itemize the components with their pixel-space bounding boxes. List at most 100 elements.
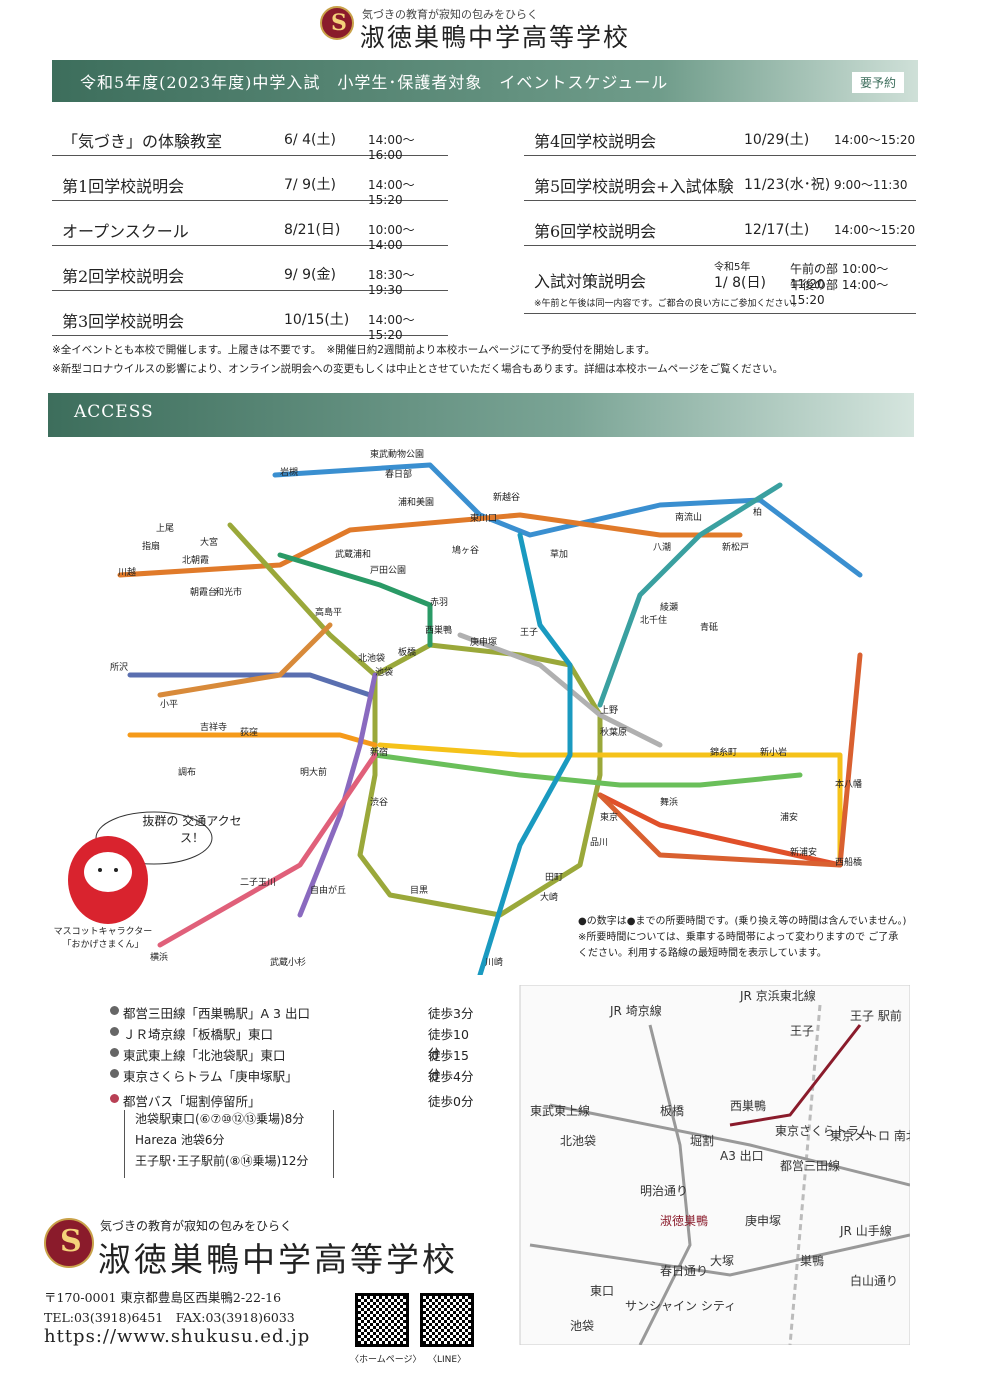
event-name: 第4回学校説明会 [534,132,657,151]
access-title: ACCESS [74,402,154,422]
station-label: 赤羽 [430,597,448,608]
station-label: 戸田公園 [370,565,406,576]
bus-item: Hareza 池袋6分 [135,1133,225,1147]
event-name: オープンスクール [62,222,189,241]
header-school-name: 淑徳巣鴨中学高等学校 [360,23,631,52]
event-pm-time: 午後の部 14:00〜15:20 [790,278,889,307]
map-label: 王子 [790,1024,814,1038]
station-label: 武蔵小杉 [270,956,306,968]
station-label: 鳩ヶ谷 [452,544,479,556]
station-label: 大崎 [540,891,558,903]
station-label: 明大前 [300,766,327,778]
map-label: 淑徳巣鴨 [660,1213,708,1228]
map-label: 東京さくらトラム [775,1124,871,1138]
event-row: 「気づき」の体験教室 6/ 4(土) 14:00〜16:00 [52,118,448,162]
station-label: 横浜 [150,951,168,963]
event-name: 第5回学校説明会+入試体験 [534,177,734,196]
local-area-map: JR 京浜東北線JR 埼京線王子王子 駅前東武東上線板橋西巣鴨北池袋堀割A3 出… [519,985,910,1345]
event-row: 第1回学校説明会 7/ 9(土) 14:00〜15:20 [52,163,448,207]
station-label: 朝霞台 [190,586,217,598]
event-time: 14:00〜15:20 [834,133,916,147]
station-label: 新松戸 [722,541,749,553]
station-label: 本八幡 [835,778,862,790]
map-label: 東口 [590,1284,614,1298]
event-name: 第6回学校説明会 [534,222,657,241]
route-walk: 徒歩15分 [428,1048,469,1082]
station-label: 西巣鴨 [425,624,452,636]
event-date: 8/21(日) [284,222,341,238]
station-label: 新宿 [370,746,388,758]
event-era: 令和5年 [714,262,751,273]
map-label: A3 出口 [720,1149,764,1163]
map-label: 板橋 [660,1104,684,1118]
event-name: 第3回学校説明会 [62,312,185,331]
line-qr-icon[interactable] [420,1293,474,1347]
station-label: 南流山 [675,511,702,523]
event-row: 第2回学校説明会 9/ 9(金) 18:30〜19:30 [52,253,448,297]
station-label: 庚申塚 [470,636,497,648]
schedule-title: 令和5年度(2023年度)中学入試 小学生･保護者対象 イベントスケジュール [80,73,669,92]
event-date: 7/ 9(土) [284,177,336,193]
station-label: 八潮 [653,541,671,553]
map-label: 堀割 [690,1133,714,1148]
route-walk: 徒歩3分 [428,1006,474,1021]
station-label: 川崎 [485,956,503,968]
station-label: 舞浜 [660,797,678,808]
map-label: サンシャイン シティ [625,1299,736,1313]
event-row: 第6回学校説明会 12/17(土) 14:00〜15:20 [524,208,916,246]
station-label: 新小岩 [760,746,787,758]
qr-label-line: 〈LINE〉 [428,1355,467,1365]
event-name: 第1回学校説明会 [62,177,185,196]
station-label: 池袋 [375,666,393,678]
station-label: 春日部 [385,468,412,480]
station-label: 所沢 [110,661,128,673]
event-row: 第3回学校説明会 10/15(土) 14:00〜15:20 [52,298,448,342]
mascot-caption: マスコットキャラクター 「おかげさまくん」 [53,927,153,950]
map-label: 北池袋 [560,1134,596,1148]
footer-logo-icon [44,1218,94,1268]
station-label: 青砥 [700,621,718,633]
map-label: 王子 駅前 [850,1008,902,1023]
reservation-badge: 要予約 [851,72,904,93]
event-name: 第2回学校説明会 [62,267,185,286]
footer-address: 〒170-0001 東京都豊島区西巣鴨2-22-16 [44,1290,282,1305]
route-list: 都営三田線「西巣鴨駅」A 3 出口徒歩3分 ＪＲ埼京線「板橋駅」東口徒歩10分 … [110,1003,480,1112]
event-name: 「気づき」の体験教室 [62,132,223,151]
station-label: 指扇 [142,540,160,552]
event-note: ※午前と午後は同一内容です。ご都合の良い方にご参加ください。 [534,299,802,309]
footer-tel: TEL:03(3918)6451 FAX:03(3918)6033 [44,1310,295,1325]
map-label: JR 京浜東北線 [739,988,816,1003]
station-label: 北朝霞 [182,555,209,566]
bullet-icon [110,1094,119,1103]
route-label: 都営バス「堀割停留所」 [123,1094,261,1109]
station-label: 田町 [545,872,563,883]
station-label: 自由が丘 [310,884,346,896]
qr-label-homepage: 〈ホームページ〉 [350,1355,422,1365]
footer-tagline: 気づきの教育が寂知の包みをひらく [100,1219,293,1233]
footer-url[interactable]: https://www.shukusu.ed.jp [44,1326,311,1347]
station-label: 調布 [178,766,196,778]
mascot-illustration [68,811,213,924]
station-label: 岩槻 [280,466,298,478]
event-time: 9:00〜11:30 [834,178,908,192]
map-label: JR 山手線 [839,1223,892,1238]
event-row: 第5回学校説明会+入試体験 11/23(水･祝) 9:00〜11:30 [524,163,916,201]
station-label: 北池袋 [358,652,385,664]
footer-school-name: 淑徳巣鴨中学高等学校 [98,1240,458,1279]
event-time: 14:00〜15:20 [834,223,916,237]
event-time: 18:30〜19:30 [368,268,415,297]
homepage-qr-icon[interactable] [355,1293,409,1347]
map-label: 白山通り [850,1273,898,1288]
map-label: 春日通り [660,1264,708,1278]
map-label: 都営三田線 [780,1158,840,1173]
station-label: 上尾 [156,523,174,534]
station-label: 王子 [520,627,538,638]
station-label: 柏 [753,506,762,518]
route-walk: 徒歩4分 [428,1069,474,1084]
station-label: 草加 [550,548,568,560]
map-label: 池袋 [570,1319,594,1333]
route-item: 東武東上線「北池袋駅」東口徒歩15分 [110,1045,480,1082]
bus-list: 池袋駅東口(⑥⑦⑩⑫⑬乗場)8分 Hareza 池袋6分 王子駅･王子駅前(⑧⑭… [124,1110,334,1178]
event-date: 6/ 4(土) [284,132,336,148]
map-label: 庚申塚 [745,1213,781,1228]
